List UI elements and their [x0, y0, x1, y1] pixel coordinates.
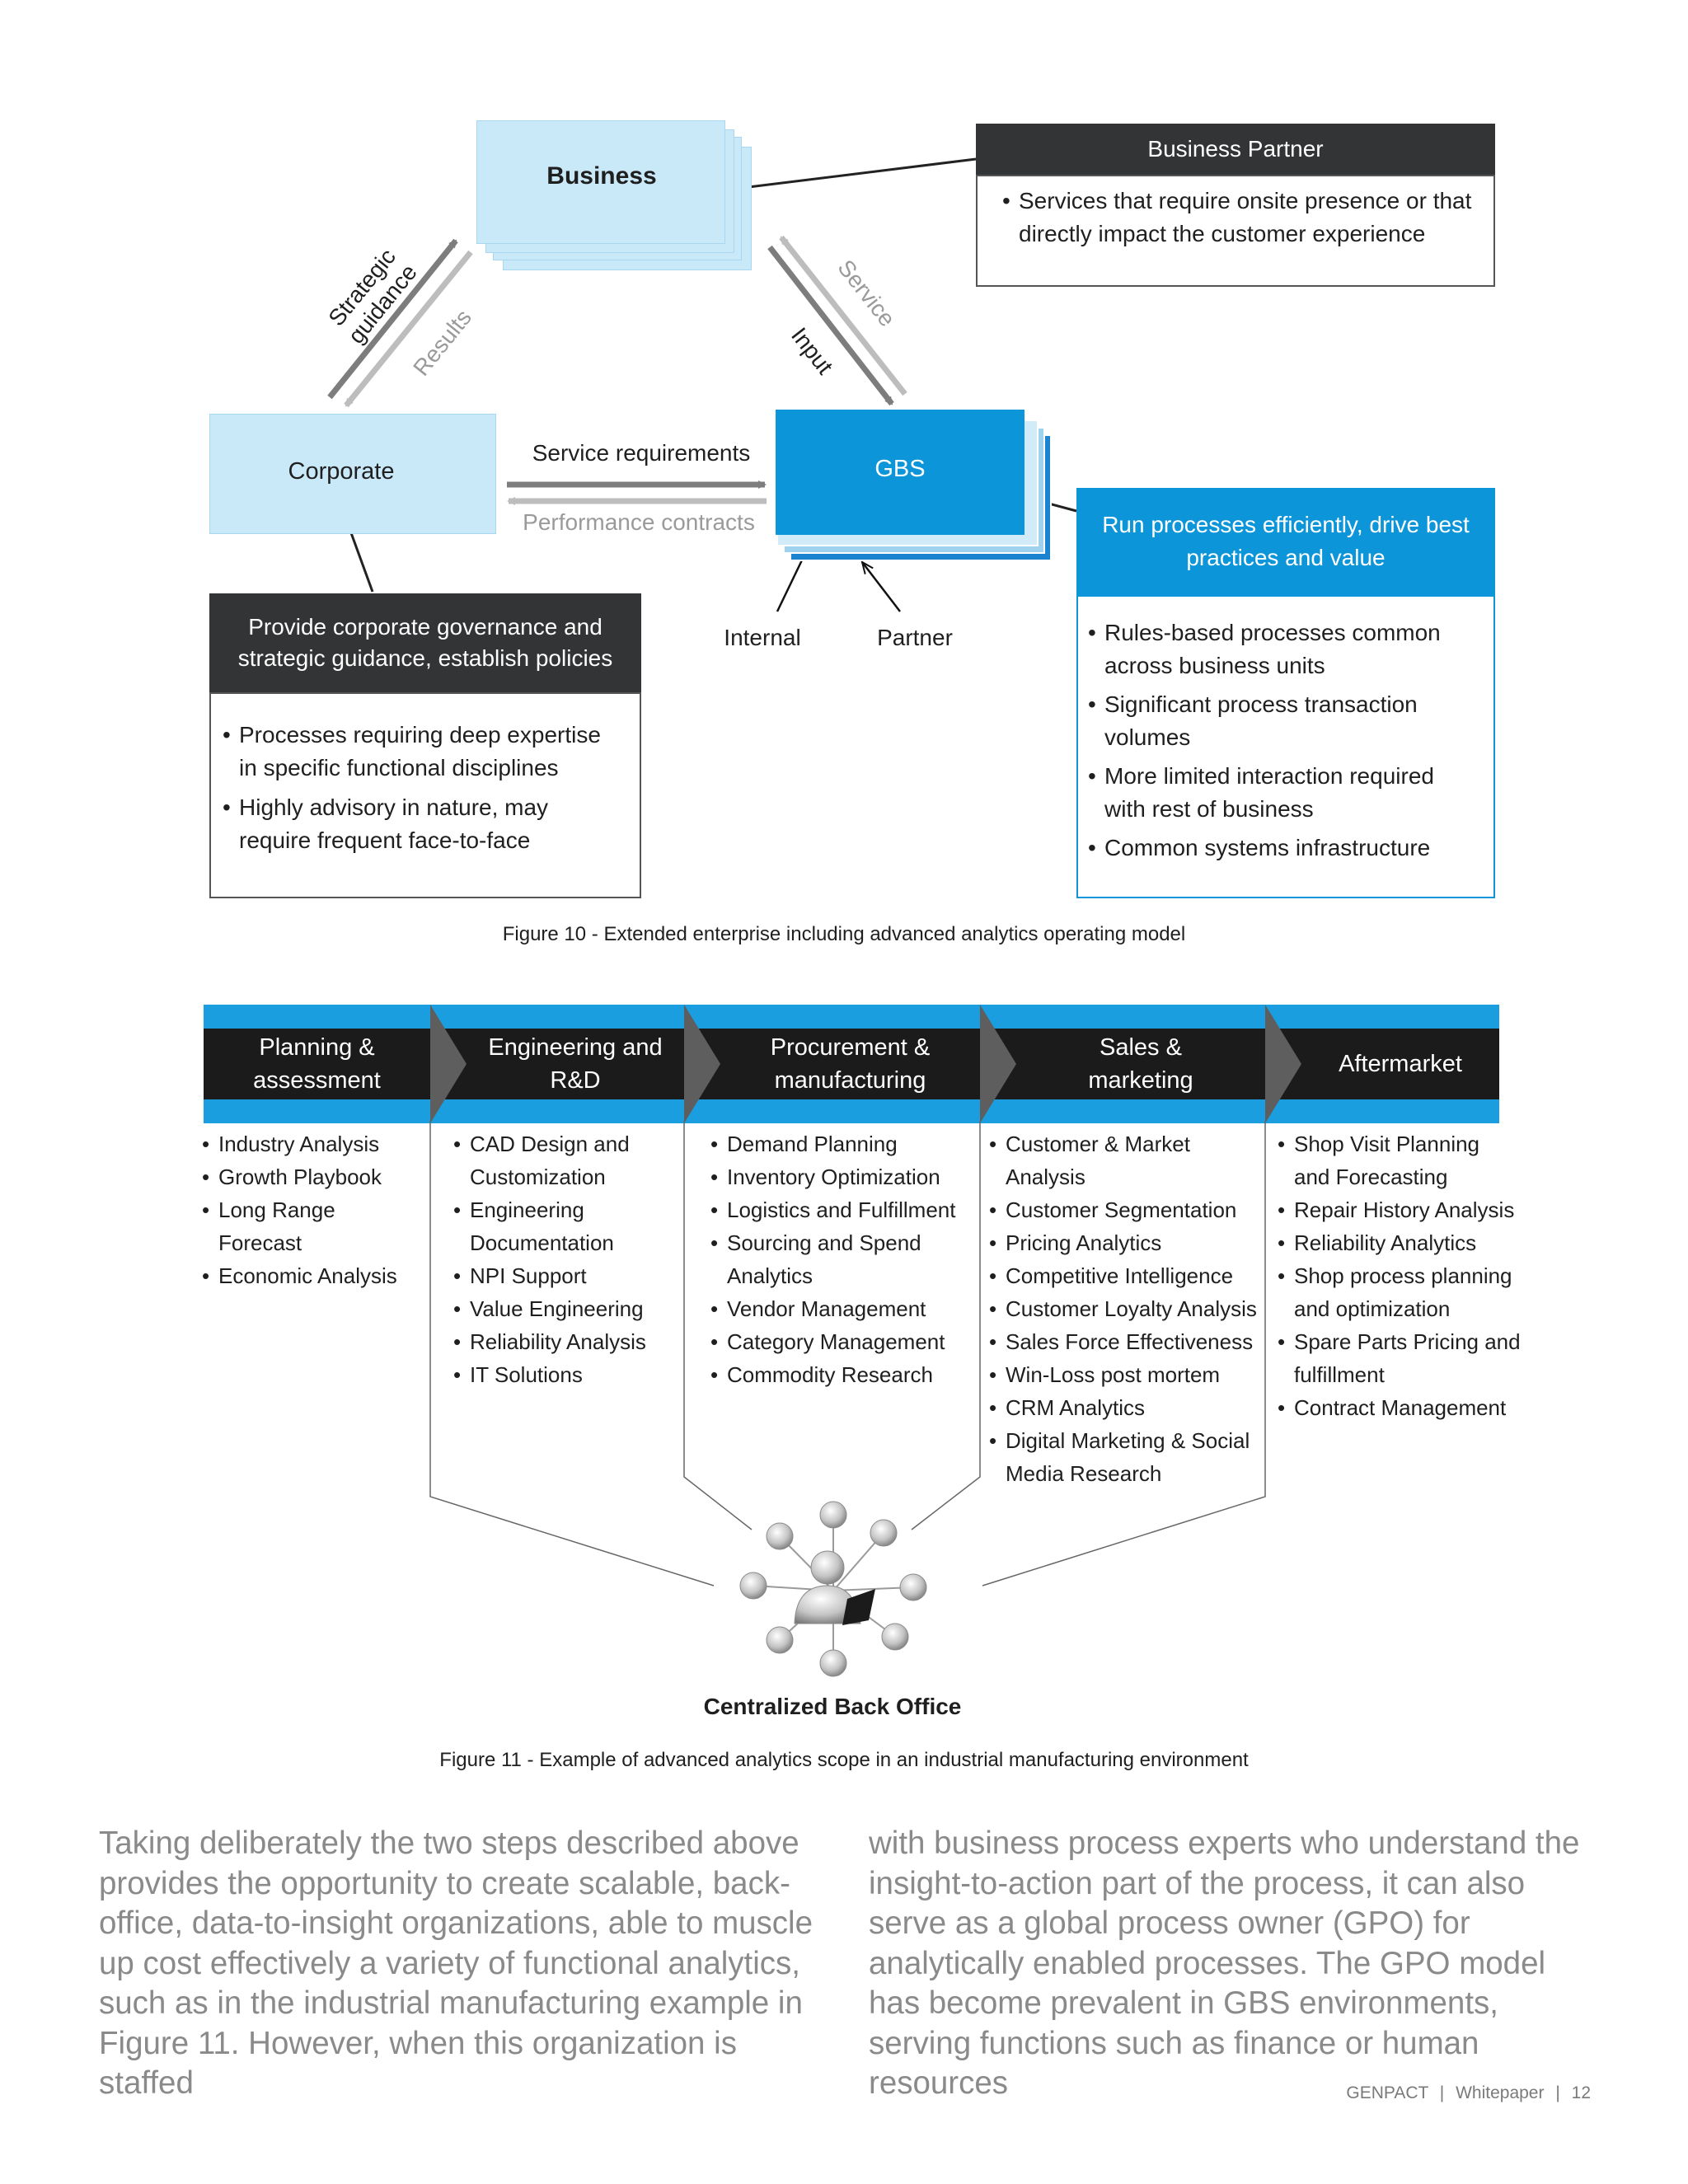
list-item: Competitive Intelligence — [989, 1259, 1261, 1292]
list-item: Win-Loss post mortem — [989, 1358, 1261, 1391]
list-item: NPI Support — [453, 1259, 676, 1292]
footer-brand: GENPACT — [1346, 2083, 1428, 2102]
business-partner-body: Services that require onsite presence or… — [976, 175, 1495, 287]
list-item: Engineering Documentation — [453, 1193, 676, 1259]
list-item: Rules-based processes common across busi… — [1088, 616, 1480, 682]
list-item: Spare Parts Pricing and fulfillment — [1278, 1325, 1533, 1391]
list-item: Common systems infrastructure — [1088, 832, 1480, 865]
list-item: Customer Segmentation — [989, 1193, 1261, 1226]
page-footer: GENPACT | Whitepaper | 12 — [1346, 2083, 1591, 2103]
list-item: Reliability Analysis — [453, 1325, 676, 1358]
stage-aftermarket: Aftermarket — [1339, 1051, 1462, 1077]
footer-doc-type: Whitepaper — [1456, 2083, 1545, 2102]
sales-list: Customer & Market Analysis Customer Segm… — [989, 1127, 1261, 1490]
chevron-arrow-icon — [430, 1005, 467, 1123]
corporate-label: Corporate — [288, 458, 395, 485]
list-item: Repair History Analysis — [1278, 1193, 1517, 1226]
list-item: IT Solutions — [453, 1358, 676, 1391]
internal-label: Internal — [724, 625, 801, 650]
engineering-list: CAD Design and Customization Engineering… — [453, 1127, 676, 1391]
figure-11-caption: Figure 11 - Example of advanced analytic… — [439, 1749, 1249, 1771]
page-number: 12 — [1571, 2083, 1591, 2102]
list-item: Customer Loyalty Analysis — [989, 1292, 1261, 1325]
service-requirements-label: Service requirements — [532, 440, 751, 466]
business-label: Business — [546, 162, 657, 190]
list-item: Shop Visit Planning and Forecasting — [1278, 1127, 1492, 1193]
figure-10-caption: Figure 10 - Extended enterprise includin… — [502, 923, 1186, 945]
stage-engineering: Engineering and R&D — [488, 1034, 663, 1094]
aftermarket-list: Shop Visit Planning and Forecasting Repa… — [1278, 1127, 1521, 1424]
body-paragraph-col1: Taking deliberately the two steps descri… — [99, 1825, 814, 2101]
list-item: Shop process planning and optimization — [1278, 1259, 1525, 1325]
partner-label: Partner — [877, 625, 953, 650]
performance-contracts-label: Performance contracts — [523, 509, 755, 535]
list-item: CRM Analytics — [989, 1391, 1261, 1424]
procurement-list: Demand Planning Inventory Optimization L… — [710, 1127, 974, 1391]
list-item: Significant process transaction volumes — [1088, 688, 1480, 754]
chevron-arrow-icon — [980, 1005, 1016, 1123]
gbs-label: GBS — [874, 456, 926, 482]
chevron-arrow-icon — [684, 1005, 720, 1123]
list-item: Economic Analysis — [202, 1259, 424, 1292]
stage-chevrons — [430, 1005, 1301, 1123]
hub-label: Centralized Back Office — [703, 1694, 962, 1719]
list-item: Growth Playbook — [202, 1160, 424, 1193]
list-item: Long Range Forecast — [202, 1193, 424, 1259]
stage-sales: Sales & marketing — [1088, 1034, 1193, 1094]
list-item: Value Engineering — [453, 1292, 676, 1325]
corporate-box: Corporate — [209, 414, 496, 534]
list-item: Pricing Analytics — [989, 1226, 1261, 1259]
list-item: Reliability Analytics — [1278, 1226, 1517, 1259]
list-item: Vendor Management — [710, 1292, 974, 1325]
stage-planning: Planning & assessment — [253, 1034, 381, 1094]
stage-procurement: Procurement & manufacturing — [770, 1034, 931, 1094]
list-item: Customer & Market Analysis — [989, 1127, 1220, 1193]
list-item: Sales Force Effectiveness — [989, 1325, 1261, 1358]
list-item: Inventory Optimization — [710, 1160, 974, 1193]
list-item: Digital Marketing & Social Media Researc… — [989, 1424, 1261, 1490]
list-item: CAD Design and Customization — [453, 1127, 676, 1193]
back-office-network-icon — [739, 1501, 927, 1677]
list-item: Services that require onsite presence or… — [1002, 185, 1475, 251]
body-paragraph-col2: with business process experts who unders… — [869, 1825, 1580, 2101]
list-item: Contract Management — [1278, 1391, 1517, 1424]
gbs-callout-title: Run processes efficiently, drive best pr… — [1076, 488, 1495, 595]
chevron-arrow-icon — [1265, 1005, 1301, 1123]
list-item: Sourcing and Spend Analytics — [710, 1226, 925, 1292]
gbs-callout-body: Rules-based processes common across busi… — [1076, 595, 1495, 898]
corporate-callout-body: Processes requiring deep expertise in sp… — [209, 692, 641, 898]
list-item: More limited interaction required with r… — [1088, 760, 1480, 826]
list-item: Logistics and Fulfillment — [710, 1193, 974, 1226]
list-item: Highly advisory in nature, may require f… — [223, 791, 623, 857]
list-item: Demand Planning — [710, 1127, 974, 1160]
planning-list: Industry Analysis Growth Playbook Long R… — [202, 1127, 424, 1292]
list-item: Category Management — [710, 1325, 974, 1358]
funnel-lines — [429, 1121, 1266, 1586]
list-item: Industry Analysis — [202, 1127, 424, 1160]
corporate-callout-title: Provide corporate governance and strateg… — [209, 593, 641, 692]
list-item: Processes requiring deep expertise in sp… — [223, 719, 623, 785]
business-partner-title: Business Partner — [976, 124, 1495, 175]
footer-separator: | — [1555, 2083, 1560, 2102]
footer-separator: | — [1439, 2083, 1445, 2102]
gbs-box: GBS — [776, 410, 1025, 535]
business-box: Business — [476, 120, 725, 244]
list-item: Commodity Research — [710, 1358, 974, 1391]
